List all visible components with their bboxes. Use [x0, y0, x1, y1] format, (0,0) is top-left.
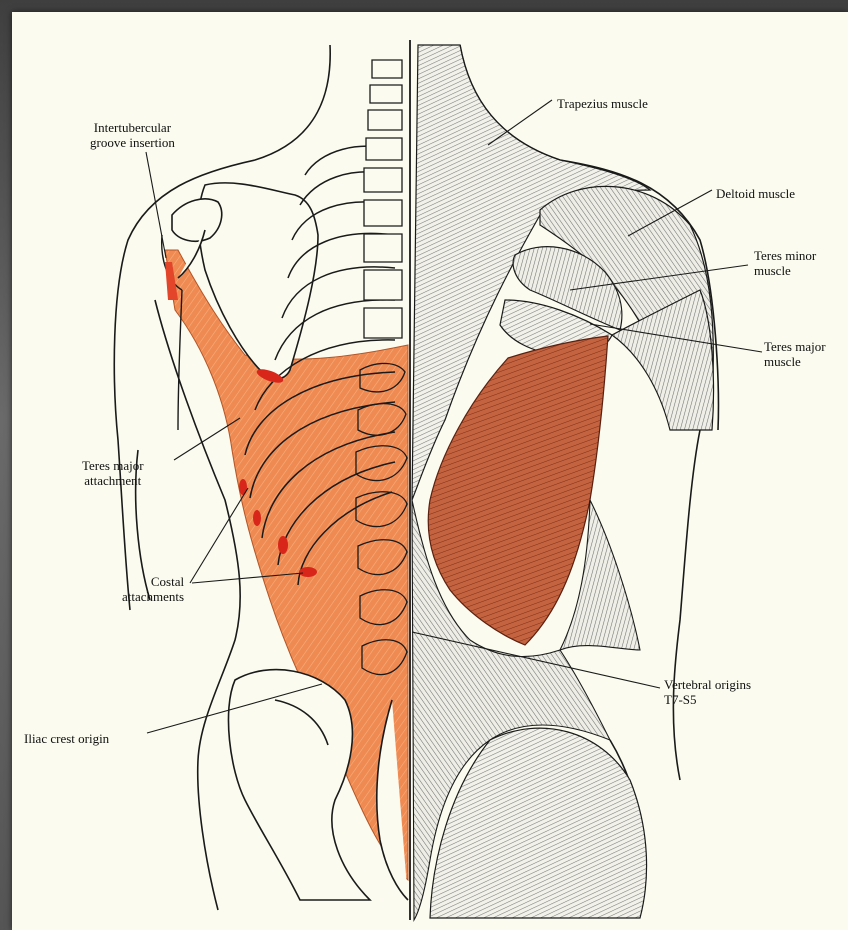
label-teres-major-muscle: Teres major muscle	[764, 339, 826, 369]
arm-muscle	[612, 290, 714, 430]
label-intertubercular-groove-insertion: Intertubercular groove insertion	[90, 120, 175, 150]
illustration-plate: Intertubercular groove insertion Teres m…	[12, 12, 848, 930]
label-vertebral-origins: Vertebral origins T7-S5	[664, 677, 751, 707]
label-teres-minor-muscle: Teres minor muscle	[754, 248, 816, 278]
label-trapezius-muscle: Trapezius muscle	[557, 96, 648, 111]
label-deltoid-muscle: Deltoid muscle	[716, 186, 795, 201]
spine	[364, 60, 402, 338]
label-teres-major-attachment: Teres major attachment	[82, 458, 144, 488]
label-iliac-crest-origin: Iliac crest origin	[24, 731, 109, 746]
label-costal-attachments: Costal attachments	[122, 574, 184, 604]
